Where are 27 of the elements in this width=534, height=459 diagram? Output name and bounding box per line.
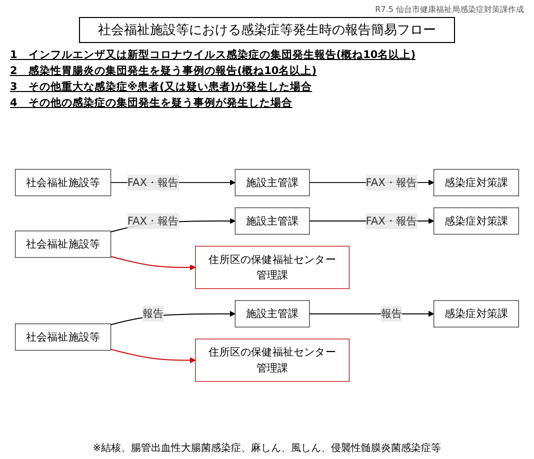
arrow [110,256,196,270]
section-heading: 1 インフルエンザ又は新型コロナウイルス感染症の集団発生報告(概ね10名以上) [10,48,417,62]
section-heading: 3 その他重大な感染症※患者(又は疑い患者)が発生した場合 [10,80,314,94]
node-box: 住所区の保健福祉センター管理課 [195,246,350,289]
node-box: 感染症対策課 [434,300,520,328]
edge-label: FAX・報告 [127,214,179,227]
edge-label: 報告 [380,306,402,320]
node-box: 感染症対策課 [434,168,520,196]
node-box: 施設主管課 [234,168,310,196]
node-box: 施設主管課 [234,300,310,328]
title: 社会福祉施設等における感染症等発生時の報告簡易フロー [79,17,455,43]
node-box: 社会福祉施設等 [14,168,112,196]
node-box: 社会福祉施設等 [14,230,112,258]
edge-label: FAX・報告 [127,176,179,188]
node-box: 社会福祉施設等 [14,323,112,350]
arrow [110,348,196,363]
section-heading: 2 感染性胃腸炎の集団発生を疑う事例の報告(概ね10名以上) [10,64,318,78]
node-box: 住所区の保健福祉センター管理課 [195,338,350,382]
section-heading: 4 その他の感染症の集団発生を疑う事例が発生した場合 [10,96,294,110]
edge-label: FAX・報告 [366,176,418,188]
arrow [110,310,236,325]
author-note: R7.5 仙台市健康福祉局感染症対策課作成 [375,4,524,15]
footnote: ※結核、腸管出血性大腸菌感染症、麻しん、風しん、侵襲性髄膜炎菌感染症等 [92,442,442,455]
node-box: 感染症対策課 [434,207,520,234]
edge-label: 報告 [142,306,164,320]
node-box: 施設主管課 [234,207,310,234]
edge-label: FAX・報告 [366,214,418,227]
